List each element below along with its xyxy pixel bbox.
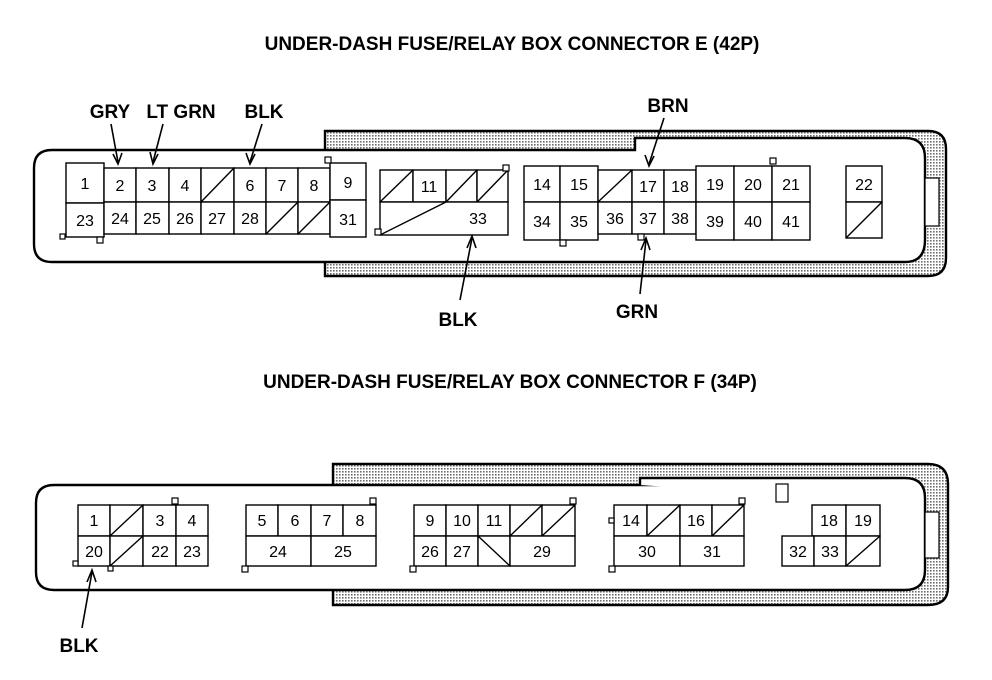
wire-label-gry: GRY — [90, 102, 131, 123]
pin-label: 10 — [453, 513, 471, 530]
pin-label: 35 — [570, 214, 588, 231]
wire-label-lt-grn: LT GRN — [146, 102, 215, 123]
pin-label: 2 — [116, 178, 125, 195]
pin-label: 33 — [469, 211, 487, 228]
pin-label: 6 — [291, 513, 300, 530]
pin-label: 23 — [183, 544, 201, 561]
pin-label: 38 — [671, 211, 689, 228]
connector-f-pin-labels: 1 3 4 5 6 7 8 9 10 11 14 16 18 19 20 22 … — [85, 513, 872, 561]
pin-label: 23 — [76, 213, 94, 230]
wire-label-blk-top: BLK — [244, 102, 283, 123]
pin-label: 7 — [278, 178, 287, 195]
pin-label: 24 — [269, 544, 287, 561]
pin-label: 31 — [703, 544, 721, 561]
pin-label: 6 — [246, 178, 255, 195]
pin-label: 24 — [111, 211, 129, 228]
pin-label: 30 — [638, 544, 656, 561]
pin-label: 7 — [323, 513, 332, 530]
pin-label: 25 — [334, 544, 352, 561]
pin-label: 40 — [744, 214, 762, 231]
pin-label: 27 — [453, 544, 471, 561]
connector-e-wire-callouts: GRY LT GRN BLK BRN BLK GRN — [90, 96, 689, 331]
connector-f-pin-grid — [72, 497, 881, 573]
pin-label: 21 — [782, 177, 800, 194]
wire-label-blk: BLK — [59, 636, 98, 657]
pin-label: 41 — [782, 214, 800, 231]
pin-label: 26 — [176, 211, 194, 228]
pin-label: 22 — [151, 544, 169, 561]
pin-label: 29 — [533, 544, 551, 561]
pin-label: 20 — [744, 177, 762, 194]
pin-label: 11 — [421, 179, 438, 196]
pin-label: 8 — [310, 178, 319, 195]
pin-label: 3 — [156, 513, 165, 530]
pin-label: 27 — [208, 211, 226, 228]
pin-label: 19 — [706, 177, 724, 194]
pin-label: 36 — [606, 211, 624, 228]
wire-label-blk-bottom: BLK — [438, 310, 477, 331]
pin-label: 15 — [570, 177, 588, 194]
pin-label: 33 — [821, 544, 839, 561]
pin-label: 37 — [639, 211, 657, 228]
pin-label: 19 — [854, 513, 872, 530]
pin-label: 18 — [820, 513, 838, 530]
pin-label: 20 — [85, 544, 103, 561]
connector-e-pin-labels: 1 2 3 4 6 7 8 9 11 14 15 17 18 19 20 21 … — [76, 175, 873, 231]
pin-label: 1 — [81, 176, 90, 193]
pin-label: 5 — [258, 513, 267, 530]
pin-label: 34 — [533, 214, 551, 231]
pin-label: 26 — [421, 544, 439, 561]
pin-label: 9 — [426, 513, 435, 530]
pin-label: 18 — [671, 179, 689, 196]
pin-label: 22 — [855, 177, 873, 194]
pin-label: 4 — [188, 513, 197, 530]
connector-f-title: UNDER-DASH FUSE/RELAY BOX CONNECTOR F (3… — [263, 372, 757, 393]
pin-label: 39 — [706, 214, 724, 231]
connector-e-pin-grid — [59, 156, 883, 247]
pin-label: 32 — [789, 544, 807, 561]
pin-label: 11 — [486, 513, 503, 530]
wire-label-brn: BRN — [647, 96, 688, 117]
pin-label: 16 — [687, 513, 705, 530]
pin-label: 3 — [148, 178, 157, 195]
wire-label-grn: GRN — [616, 302, 658, 323]
connector-f-wire-callouts: BLK — [59, 567, 99, 657]
pin-label: 25 — [143, 211, 161, 228]
pin-label: 8 — [356, 513, 365, 530]
pin-label: 28 — [241, 211, 259, 228]
pin-label: 17 — [639, 179, 657, 196]
pin-label: 9 — [344, 175, 353, 192]
pin-label: 1 — [90, 513, 99, 530]
pin-label: 4 — [181, 178, 190, 195]
pin-label: 31 — [339, 212, 357, 229]
pin-label: 14 — [533, 177, 551, 194]
connector-e-title: UNDER-DASH FUSE/RELAY BOX CONNECTOR E (4… — [265, 34, 760, 55]
pin-label: 14 — [622, 513, 640, 530]
